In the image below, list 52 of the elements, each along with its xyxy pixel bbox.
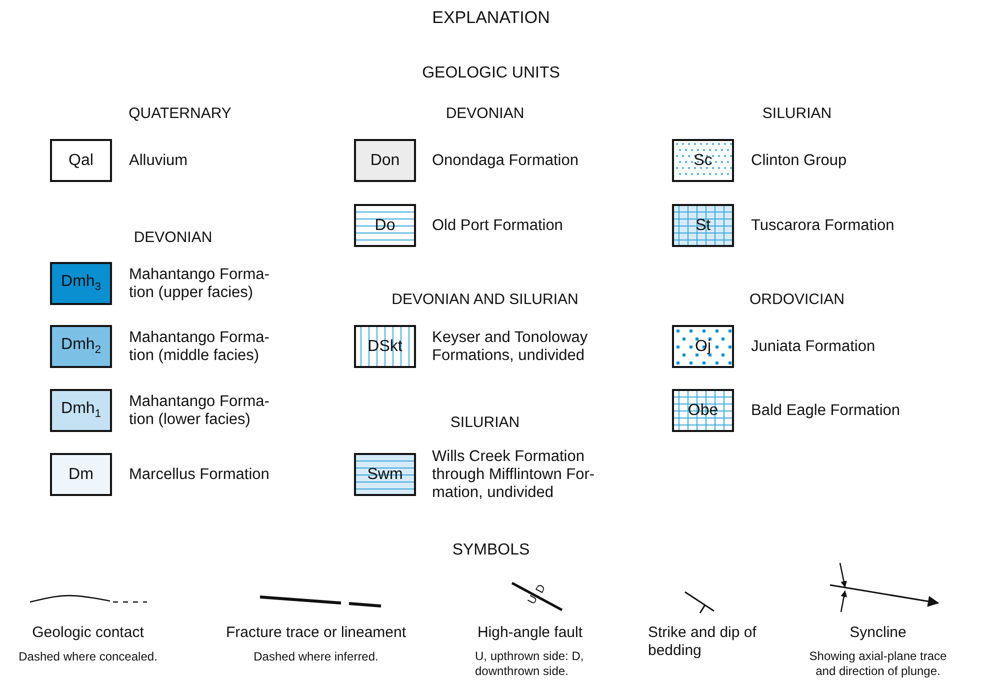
unit-description: Old Port Formation [432,216,564,234]
map-unit-box [50,325,112,368]
map-unit-box [672,139,734,182]
map-unit-box [50,262,112,305]
map-unit-box [354,139,416,182]
map-unit-box [672,204,734,247]
unit-description: Tuscarora Formation [751,216,896,234]
symbol-note: Dashed where concealed. [18,650,158,664]
unit-description: Onondaga Formation [432,152,580,170]
symbol-caption: Strike and dip of bedding [648,624,758,660]
unit-symbol: Dmh$_{3}$ [61,273,101,294]
symbol-caption: Geologic contact [32,624,144,642]
title: EXPLANATION [432,8,550,28]
fault-side-label: U [524,593,542,607]
map-unit-box [50,389,112,432]
unit-description: Juniata Formation [751,338,876,356]
symbol-note: Showing axial-plane trace and direction of plunge. [808,649,948,679]
unit-symbol: Sc [694,152,712,170]
unit-description: Alluvium [129,152,189,170]
period-heading: DEVONIAN AND SILURIAN [392,291,578,309]
unit-description: Mahantango Forma- tion (middle facies) [129,328,270,364]
period-heading: SILURIAN [450,414,520,432]
symbol-note: U, upthrown side: D, downthrown side. [475,649,585,679]
map-unit-box [50,453,112,496]
period-heading: QUATERNARY [128,105,232,123]
period-heading: SILURIAN [762,105,832,123]
period-heading: ORDOVICIAN [750,291,844,309]
unit-symbol: Oj [695,338,711,356]
unit-description: Mahantango Forma- tion (lower facies) [129,392,270,428]
unit-description: Clinton Group [751,152,848,170]
symbol-caption: Fracture trace or lineament [226,624,406,642]
section-heading: GEOLOGIC UNITS [422,64,560,82]
unit-symbol: Dm [68,466,94,484]
symbol-caption: Syncline [850,624,906,642]
unit-description: Bald Eagle Formation [751,402,901,420]
unit-description: Mahantango Forma- tion (upper facies) [129,266,270,302]
unit-description: Keyser and Tonoloway Formations, undivided [432,328,589,364]
unit-symbol: Dmh$_{2}$ [61,336,101,357]
symbol-caption: High-angle fault [477,624,583,642]
unit-symbol: Qal [68,152,94,170]
period-heading: DEVONIAN [134,229,212,247]
period-heading: DEVONIAN [446,105,524,123]
unit-description: Wills Creek Formation through Mifflintown For- mation, undivided [432,448,596,502]
unit-symbol: Dmh$_{1}$ [61,400,101,421]
unit-description: Marcellus Formation [129,466,270,484]
map-unit-box [50,139,112,182]
unit-symbol: Don [370,152,400,170]
fault-side-label: D [534,582,550,596]
section-heading: SYMBOLS [452,540,530,560]
symbol-note: Dashed where inferred. [254,650,378,664]
map-unit-box [672,325,734,368]
map-unit-box [354,204,416,247]
